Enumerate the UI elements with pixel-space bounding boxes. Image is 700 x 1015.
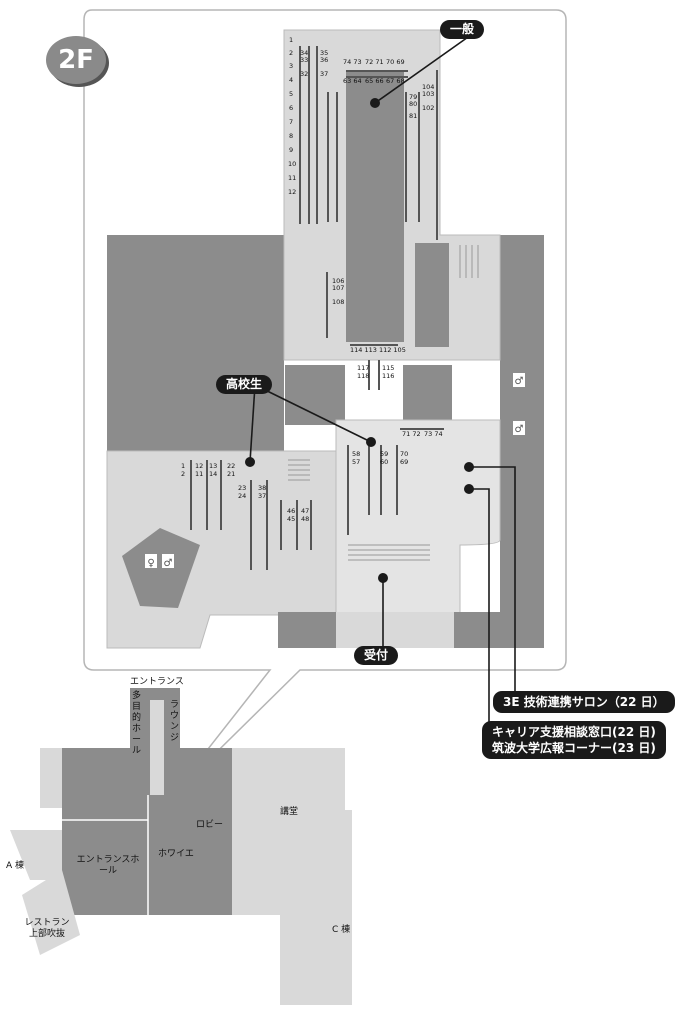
stairs — [288, 245, 479, 561]
svg-text:♂: ♂ — [515, 424, 524, 435]
leader-dots — [245, 98, 474, 583]
lounge-label: ラウンジ — [170, 700, 180, 743]
svg-text:13: 13 — [209, 462, 217, 470]
reception-label: 受付 — [354, 646, 399, 665]
career-line-2: 筑波大学広報コーナー(23 日) — [492, 741, 656, 755]
svg-text:9: 9 — [289, 146, 293, 154]
svg-text:108: 108 — [332, 298, 344, 306]
hs-booths — [190, 460, 312, 570]
general-hall — [346, 72, 404, 342]
svg-text:60: 60 — [380, 458, 388, 466]
svg-text:8: 8 — [289, 132, 293, 140]
overview-map — [10, 688, 352, 1005]
svg-text:14: 14 — [209, 470, 217, 478]
svg-text:58: 58 — [352, 450, 360, 458]
svg-text:12: 12 — [288, 188, 296, 196]
general-label: 一般 — [440, 20, 485, 39]
svg-text:35: 35 — [320, 49, 328, 57]
svg-text:23: 23 — [238, 484, 246, 492]
svg-text:70 69: 70 69 — [386, 58, 405, 66]
svg-text:38: 38 — [258, 484, 266, 492]
svg-text:71 72: 71 72 — [402, 430, 421, 438]
svg-text:♂: ♂ — [164, 558, 173, 569]
entrance-top-label: エントランス — [130, 677, 184, 687]
svg-text:116: 116 — [382, 372, 394, 380]
svg-text:24: 24 — [238, 492, 246, 500]
svg-text:106: 106 — [332, 277, 344, 285]
svg-text:57: 57 — [352, 458, 360, 466]
restaurant-label: レストラン上部吹抜 — [24, 918, 70, 939]
svg-text:63 64: 63 64 — [343, 77, 362, 85]
svg-text:74 73: 74 73 — [343, 58, 362, 66]
svg-text:11: 11 — [288, 174, 296, 182]
general-booths — [299, 46, 444, 535]
building-a-label: A 棟 — [6, 861, 25, 871]
multipurpose-hall-label: 多目的ホール — [132, 691, 142, 756]
highschool-label: 高校生 — [216, 375, 273, 394]
svg-text:21: 21 — [227, 470, 235, 478]
svg-text:104: 104 — [422, 83, 434, 91]
svg-text:114 113 112 105: 114 113 112 105 — [350, 346, 406, 354]
svg-text:2: 2 — [289, 49, 293, 57]
svg-text:22: 22 — [227, 462, 235, 470]
svg-text:4: 4 — [289, 76, 293, 84]
svg-text:10: 10 — [288, 160, 296, 168]
svg-text:6: 6 — [289, 104, 293, 112]
svg-text:♀: ♀ — [147, 558, 154, 569]
reception-area — [335, 419, 501, 616]
svg-text:47: 47 — [301, 507, 309, 515]
atrium — [122, 528, 200, 608]
svg-text:46: 46 — [287, 507, 295, 515]
svg-text:81: 81 — [409, 112, 417, 120]
svg-text:70: 70 — [400, 450, 408, 458]
svg-text:♂: ♂ — [515, 376, 524, 387]
svg-text:59: 59 — [380, 450, 388, 458]
lobby-label: ロビー — [196, 820, 224, 830]
svg-text:118: 118 — [357, 372, 369, 380]
svg-text:37: 37 — [320, 70, 328, 78]
svg-text:5: 5 — [289, 90, 293, 98]
svg-text:34: 34 — [300, 49, 308, 57]
svg-text:3: 3 — [289, 62, 293, 70]
leader-lines — [249, 29, 516, 726]
svg-text:1: 1 — [181, 462, 185, 470]
svg-text:69: 69 — [400, 458, 408, 466]
svg-text:67 68: 67 68 — [386, 77, 405, 85]
svg-text:11: 11 — [195, 470, 203, 478]
floor-badge: 2F — [46, 36, 106, 84]
svg-text:65 66: 65 66 — [365, 77, 384, 85]
salon-label: 3E 技術連携サロン（22 日） — [493, 691, 675, 713]
svg-text:32: 32 — [300, 70, 308, 78]
svg-text:2: 2 — [181, 470, 185, 478]
svg-text:36: 36 — [320, 56, 328, 64]
svg-text:33: 33 — [300, 56, 308, 64]
svg-text:7: 7 — [289, 118, 293, 126]
svg-text:117: 117 — [357, 364, 369, 372]
svg-text:45: 45 — [287, 515, 295, 523]
restroom-icons: ♀ ♂ ♂ ♂ — [145, 373, 525, 569]
entrance-hall-label: エントランスホール — [76, 855, 140, 876]
auditorium-label: 講堂 — [280, 807, 299, 817]
left-hall — [107, 235, 284, 451]
svg-text:102: 102 — [422, 104, 434, 112]
svg-text:103: 103 — [422, 90, 434, 98]
career-line-1: キャリア支援相談窓口(22 日) — [492, 725, 656, 739]
svg-text:12: 12 — [195, 462, 203, 470]
career-info-box: キャリア支援相談窓口(22 日) 筑波大学広報コーナー(23 日) — [482, 721, 666, 759]
svg-text:79: 79 — [409, 93, 417, 101]
svg-text:73 74: 73 74 — [424, 430, 443, 438]
svg-text:115: 115 — [382, 364, 394, 372]
svg-text:37: 37 — [258, 492, 266, 500]
svg-text:48: 48 — [301, 515, 309, 523]
svg-text:1: 1 — [289, 36, 293, 44]
svg-text:72 71: 72 71 — [365, 58, 384, 66]
foyer-label: ホワイエ — [158, 849, 194, 859]
building-c-label: C 棟 — [332, 925, 351, 935]
svg-text:107: 107 — [332, 284, 344, 292]
svg-text:80: 80 — [409, 100, 417, 108]
